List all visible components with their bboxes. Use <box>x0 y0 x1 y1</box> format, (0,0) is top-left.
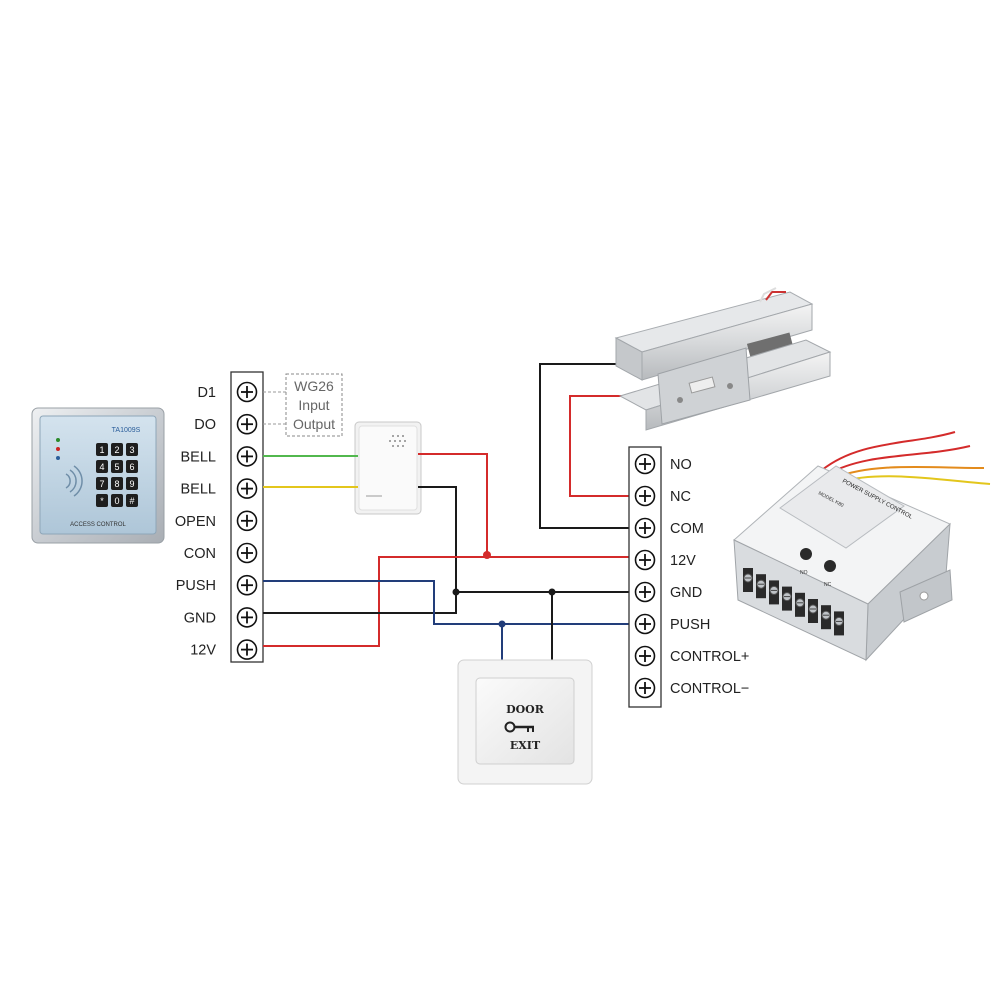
power-supply: POWER SUPPLY CONTROL MODEL K80 NO NC <box>733 431 991 662</box>
left-terminal-label-2: BELL <box>181 449 216 465</box>
right-terminal-label-5: PUSH <box>670 617 710 633</box>
right-terminal-label-3: 12V <box>670 553 696 569</box>
door-bell <box>354 421 422 515</box>
left-terminal-label-4: OPEN <box>175 514 216 530</box>
right-terminal-label-7: CONTROL− <box>670 681 749 697</box>
wire-junctions <box>452 551 556 628</box>
keypad-key-10: 0 <box>111 494 123 507</box>
left-terminal-label-0: D1 <box>197 385 216 401</box>
left-terminal-label-5: CON <box>184 546 216 562</box>
left-terminal-3-screw-icon <box>236 478 258 499</box>
keypad-key-0: 1 <box>96 443 108 456</box>
keypad-key-6: 7 <box>96 477 108 490</box>
wg26-input: Input <box>298 397 329 413</box>
keypad-key-label-9: * <box>100 496 104 506</box>
wires <box>263 363 634 660</box>
psu-screw-1-icon <box>756 574 766 599</box>
psu-nc: NC <box>824 582 832 588</box>
left-terminal-2-screw-icon <box>236 446 258 467</box>
exit-button-top: DOOR <box>506 703 545 716</box>
psu-screw-5-icon <box>808 599 818 623</box>
exit-button-bottom: EXIT <box>510 739 541 752</box>
keypad-key-11: # <box>126 494 138 507</box>
left-terminal-8-screw-icon <box>236 639 258 660</box>
keypad-key-3: 4 <box>96 460 108 473</box>
left-terminal-0-screw-icon <box>236 381 258 403</box>
keypad-key-label-1: 2 <box>114 445 119 455</box>
right-terminal-labels: NO NC COM 12V GND PUSH CONTROL+ CONTROL− <box>670 457 749 697</box>
left-terminal-label-7: GND <box>184 610 216 626</box>
right-terminal-label-1: NC <box>670 489 691 505</box>
right-terminal-label-0: NO <box>670 457 692 473</box>
keypad-key-label-8: 9 <box>129 479 134 489</box>
right-terminals <box>634 453 656 699</box>
keypad-key-5: 6 <box>126 460 138 473</box>
keypad-key-label-0: 1 <box>99 445 104 455</box>
wg26-title: WG26 <box>294 378 334 394</box>
psu-terminal-screws <box>743 568 844 636</box>
psu-screw-7-icon <box>834 611 844 636</box>
right-terminal-1-screw-icon <box>634 485 656 507</box>
keypad-key-label-3: 4 <box>99 462 104 472</box>
keypad-key-4: 5 <box>111 460 123 473</box>
left-terminal-label-8: 12V <box>190 643 216 659</box>
right-terminal-6-screw-icon <box>634 645 656 667</box>
left-terminal-1-screw-icon <box>236 413 258 435</box>
keypad-key-1: 2 <box>111 443 123 456</box>
keypad-key-9: * <box>96 494 108 507</box>
right-terminal-0-screw-icon <box>634 453 656 475</box>
key-icon <box>504 721 534 733</box>
keypad-key-label-7: 8 <box>114 479 119 489</box>
left-terminal-5-screw-icon <box>236 542 258 564</box>
rfid-icon <box>65 465 83 497</box>
psu-screw-2-icon <box>769 580 779 605</box>
wg26-box <box>285 373 343 437</box>
keypad-key-8: 9 <box>126 477 138 490</box>
psu-screw-6-icon <box>821 605 831 630</box>
right-terminal-2-screw-icon <box>634 517 656 539</box>
keypad-key-label-6: 7 <box>99 479 104 489</box>
wg26-output: Output <box>293 416 335 432</box>
keypad-key-7: 8 <box>111 477 123 490</box>
keypad-key-label-11: # <box>129 496 134 506</box>
left-terminal-7-screw-icon <box>236 607 258 628</box>
keypad-brand: TA1009S <box>112 427 141 434</box>
keypad-footer: ACCESS CONTROL <box>70 522 126 528</box>
left-terminals <box>236 381 258 660</box>
left-terminal-4-screw-icon <box>236 510 258 532</box>
psu-screw-0-icon <box>743 568 753 592</box>
keypad-key-2: 3 <box>126 443 138 456</box>
exit-button: DOOR EXIT <box>457 659 593 785</box>
psu-no: NO <box>800 570 808 576</box>
keypad-key-label-4: 5 <box>114 462 119 472</box>
right-terminal-7-screw-icon <box>634 677 656 699</box>
psu-screw-4-icon <box>795 592 805 617</box>
right-terminal-label-6: CONTROL+ <box>670 649 749 665</box>
keypad-key-label-2: 3 <box>129 445 134 455</box>
left-terminal-label-6: PUSH <box>176 578 216 594</box>
right-terminal-3-screw-icon <box>634 549 656 571</box>
right-terminal-label-4: GND <box>670 585 702 601</box>
left-terminal-label-1: DO <box>194 417 216 433</box>
right-terminal-5-screw-icon <box>634 613 656 635</box>
keypad-key-label-10: 0 <box>114 496 119 506</box>
keypad-key-label-5: 6 <box>129 462 134 472</box>
left-terminal-label-3: BELL <box>181 482 216 498</box>
left-terminal-6-screw-icon <box>236 574 258 596</box>
psu-screw-3-icon <box>782 586 792 611</box>
right-terminal-label-2: COM <box>670 521 704 537</box>
electric-lock <box>614 287 832 431</box>
right-terminal-4-screw-icon <box>634 581 656 603</box>
